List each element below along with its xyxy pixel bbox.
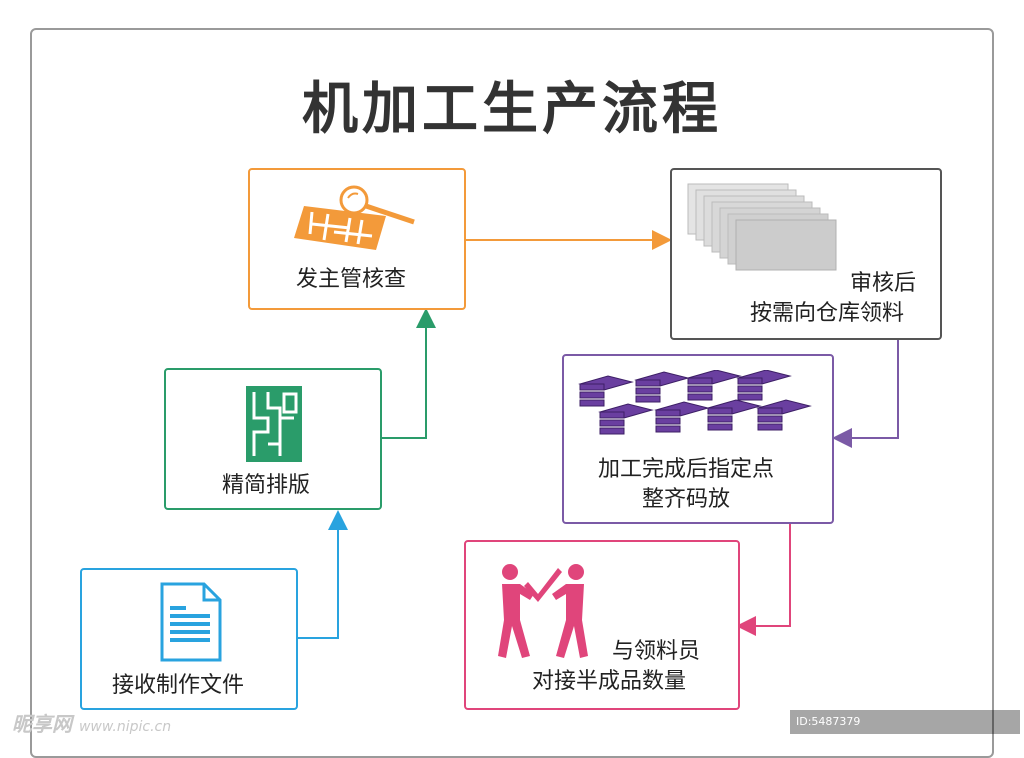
handshake-people-icon — [498, 564, 588, 658]
step-review-label: 发主管核查 — [296, 267, 407, 292]
document-icon — [160, 582, 222, 662]
step-handoff-label-line2: 对接半成品数量 — [532, 669, 687, 694]
watermark-left: 昵享网 www.nipic.cn — [12, 708, 171, 737]
step-layout-label: 精简排版 — [222, 473, 311, 498]
watermark-id: ID:5487379 NO:20171118154803221527 — [790, 710, 1020, 752]
step-pick-label-line2: 按需向仓库领料 — [750, 301, 905, 326]
step-receive-files: 接收制作文件 — [80, 568, 298, 710]
page-title: 机加工生产流程 — [302, 77, 722, 142]
step-receive-label: 接收制作文件 — [112, 673, 245, 698]
sheet-stack-icon — [687, 183, 837, 271]
watermark-brand: 昵享网 — [12, 712, 72, 736]
step-stack-label-line2: 整齐码放 — [642, 487, 731, 512]
floorplan-icon — [246, 386, 302, 462]
step-stack-parts: 加工完成后指定点 整齐码放 — [562, 354, 834, 524]
blueprint-magnifier-icon — [294, 185, 415, 250]
step-pick-label-line1: 审核后 — [850, 271, 917, 296]
step-pick-materials: 审核后 按需向仓库领料 — [670, 168, 942, 340]
arrow-stack-to-handoff — [736, 524, 791, 636]
flow-connectors — [298, 230, 899, 639]
arrow-receive-to-layout — [298, 510, 348, 639]
watermark-url: www.nipic.cn — [78, 719, 172, 735]
step-supervisor-review: 发主管核查 — [248, 168, 466, 310]
arrow-layout-to-review — [382, 308, 436, 439]
arrow-pick-to-stack — [832, 340, 899, 448]
step-stack-label-line1: 加工完成后指定点 — [598, 457, 775, 482]
step-handoff: 与领料员 对接半成品数量 — [464, 540, 740, 710]
step-handoff-label-line1: 与领料员 — [612, 639, 701, 664]
step-layout: 精简排版 — [164, 368, 382, 510]
stacked-plates-icon — [578, 370, 812, 435]
